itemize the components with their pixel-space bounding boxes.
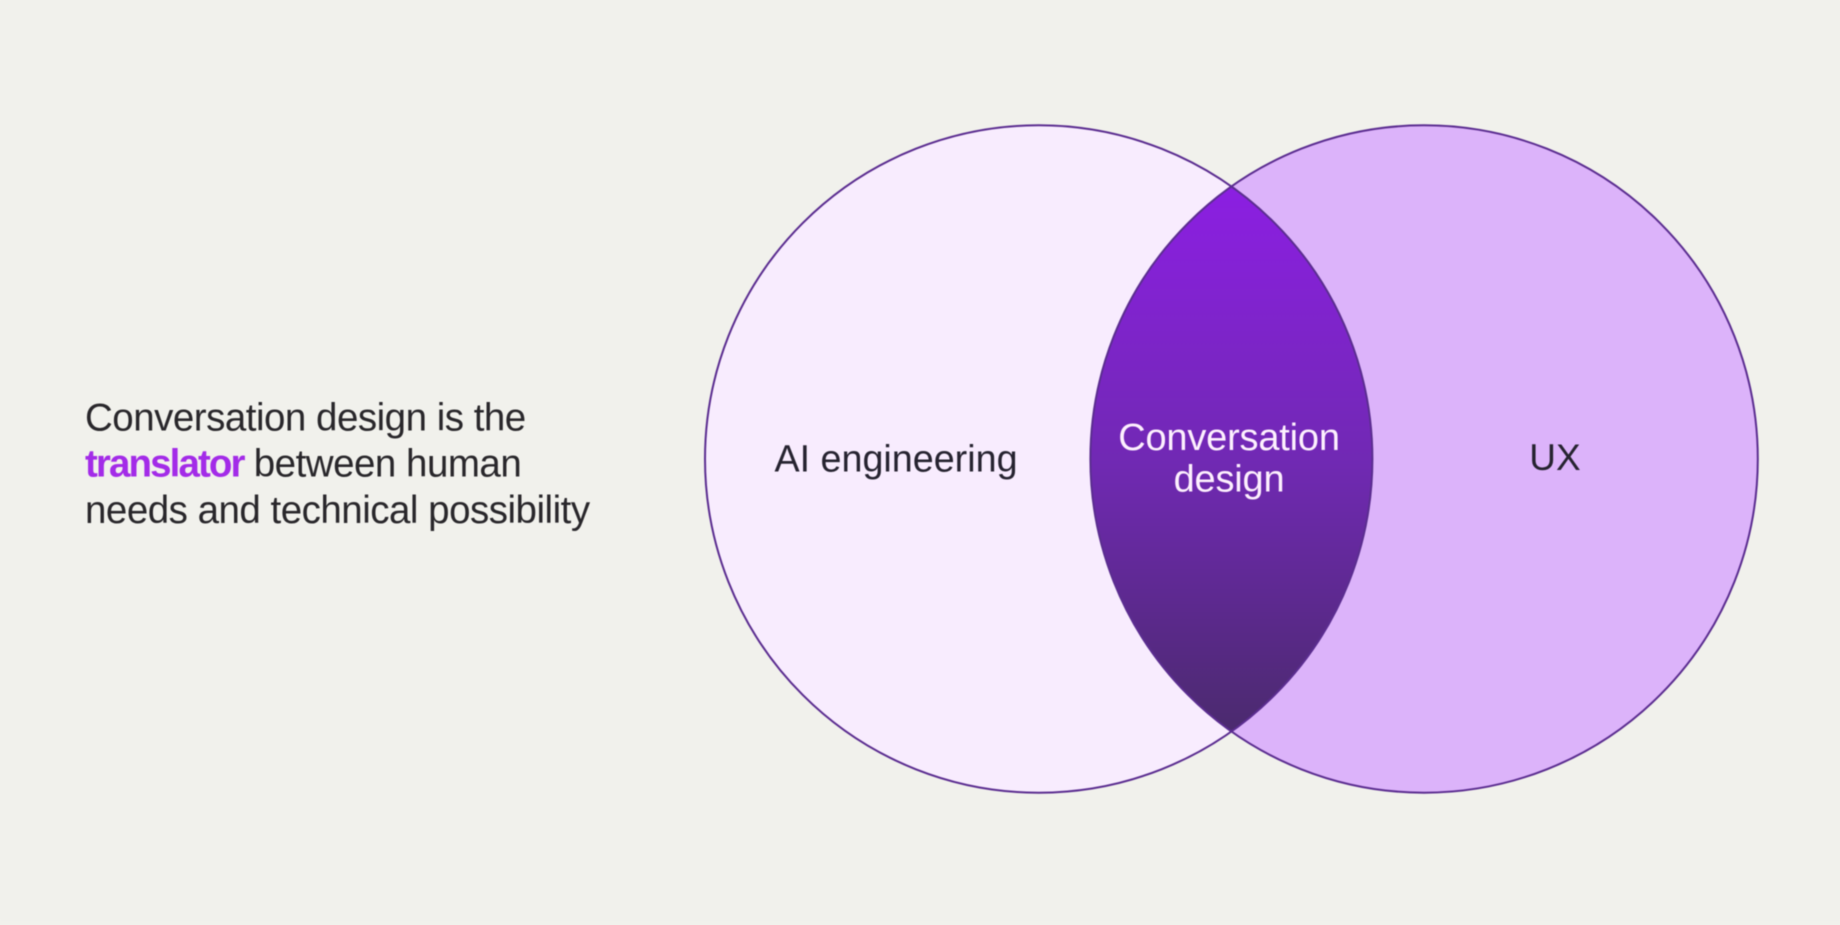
svg-text:design: design — [1174, 459, 1285, 501]
svg-text:Conversation design is the: Conversation design is the — [85, 396, 526, 439]
svg-text:needs and technical possibilit: needs and technical possibility — [85, 489, 591, 532]
svg-text:translator between human: translator between human — [85, 443, 521, 486]
svg-text:Conversation: Conversation — [1118, 417, 1340, 459]
svg-text:AI engineering: AI engineering — [774, 438, 1017, 480]
svg-text:UX: UX — [1529, 437, 1580, 478]
